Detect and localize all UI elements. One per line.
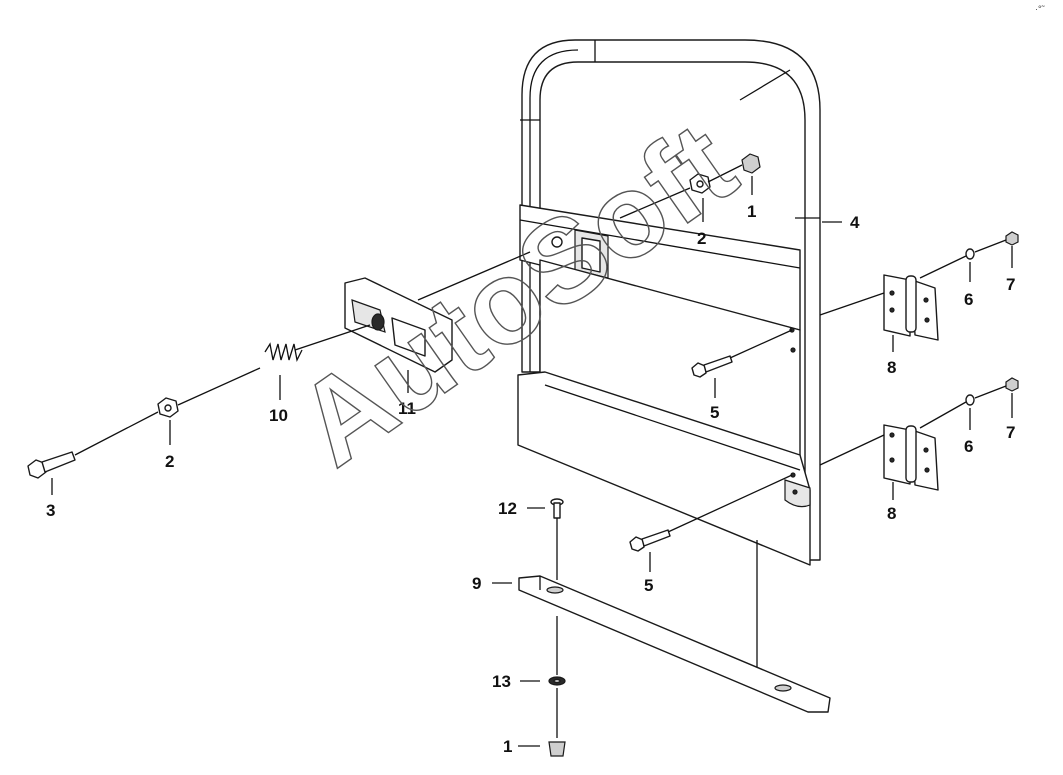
callout-5-top: 5	[710, 403, 719, 422]
callout-5-bot: 5	[644, 576, 653, 595]
bottom-fasteners	[548, 498, 566, 757]
bolts-5	[629, 329, 793, 552]
callout-11: 11	[398, 399, 416, 418]
callout-12: 12	[498, 499, 517, 518]
callout-1-top: 1	[747, 202, 756, 221]
callout-2-top: 2	[697, 229, 706, 248]
callout-2-left: 2	[165, 452, 174, 471]
latch-block	[344, 251, 531, 373]
spring	[264, 324, 371, 363]
callout-labels: 1 2 4 6 7 8 5 11 10 2 3 6 7 8 12 9 5 13 …	[46, 202, 1015, 756]
callout-6-top: 6	[964, 290, 973, 309]
hinge-top	[819, 231, 1019, 341]
callout-3: 3	[46, 501, 55, 520]
callout-8-top: 8	[887, 358, 896, 377]
callout-7-top: 7	[1006, 275, 1015, 294]
callout-6-bot: 6	[964, 437, 973, 456]
callout-1-bot: 1	[503, 737, 512, 756]
bottom-rail	[518, 540, 831, 713]
callout-7-bot: 7	[1006, 423, 1015, 442]
callout-9: 9	[472, 574, 481, 593]
top-fasteners	[619, 153, 761, 219]
callout-8-bot: 8	[887, 504, 896, 523]
callout-13: 13	[492, 672, 511, 691]
callout-leaders	[51, 176, 1013, 747]
callout-10: 10	[269, 406, 288, 425]
door-frame	[517, 39, 821, 566]
hinge-bottom	[819, 377, 1019, 491]
callout-4: 4	[850, 213, 860, 232]
left-fasteners	[27, 367, 261, 479]
corner-mark: ·°˜	[1035, 4, 1046, 14]
